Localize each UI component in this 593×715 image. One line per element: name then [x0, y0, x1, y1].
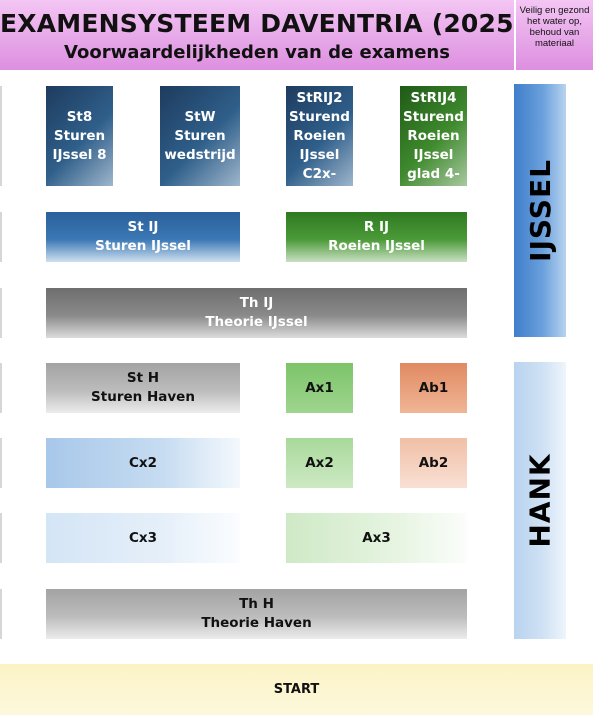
exam-ax2[interactable]: Ax2	[286, 438, 353, 488]
section-ijssel-label: IJSSEL	[523, 159, 557, 262]
exam-stij[interactable]: St IJ Sturen IJssel	[46, 212, 240, 262]
exam-st8[interactable]: St8 Sturen IJssel 8	[46, 86, 113, 186]
exam-strij2[interactable]: StRIJ2 Sturend Roeien IJssel C2x-	[286, 86, 353, 186]
motto-box: Veilig en gezond het water op, behoud va…	[516, 0, 593, 70]
row-marker	[0, 513, 2, 563]
section-hank: HANK	[514, 362, 566, 639]
exam-thij[interactable]: Th IJ Theorie IJssel	[46, 288, 467, 338]
row-marker	[0, 438, 2, 488]
section-ijssel: IJSSEL	[514, 84, 566, 337]
exam-thh[interactable]: Th H Theorie Haven	[46, 589, 467, 639]
exam-cx3[interactable]: Cx3	[46, 513, 240, 563]
page-subtitle: Voorwaardelijkheden van de examens	[64, 42, 450, 63]
section-hank-label: HANK	[523, 453, 557, 548]
exam-rij[interactable]: R IJ Roeien IJssel	[286, 212, 467, 262]
row-marker	[0, 86, 2, 186]
exam-sth[interactable]: St H Sturen Haven	[46, 363, 240, 413]
row-marker	[0, 589, 2, 639]
exam-cx2[interactable]: Cx2	[46, 438, 240, 488]
page-title: EXAMENSYSTEEM DAVENTRIA (2025)	[0, 9, 526, 38]
exam-ax3[interactable]: Ax3	[286, 513, 467, 563]
exam-stw[interactable]: StW Sturen wedstrijd	[160, 86, 240, 186]
row-marker	[0, 363, 2, 413]
exam-strij4[interactable]: StRIJ4 Sturend Roeien IJssel glad 4-	[400, 86, 467, 186]
row-marker	[0, 288, 2, 338]
header-banner: EXAMENSYSTEEM DAVENTRIA (2025) Voorwaard…	[0, 0, 526, 70]
exam-ax1[interactable]: Ax1	[286, 363, 353, 413]
start-bar[interactable]: START	[0, 664, 593, 715]
row-marker	[0, 212, 2, 262]
exam-ab1[interactable]: Ab1	[400, 363, 467, 413]
exam-ab2[interactable]: Ab2	[400, 438, 467, 488]
